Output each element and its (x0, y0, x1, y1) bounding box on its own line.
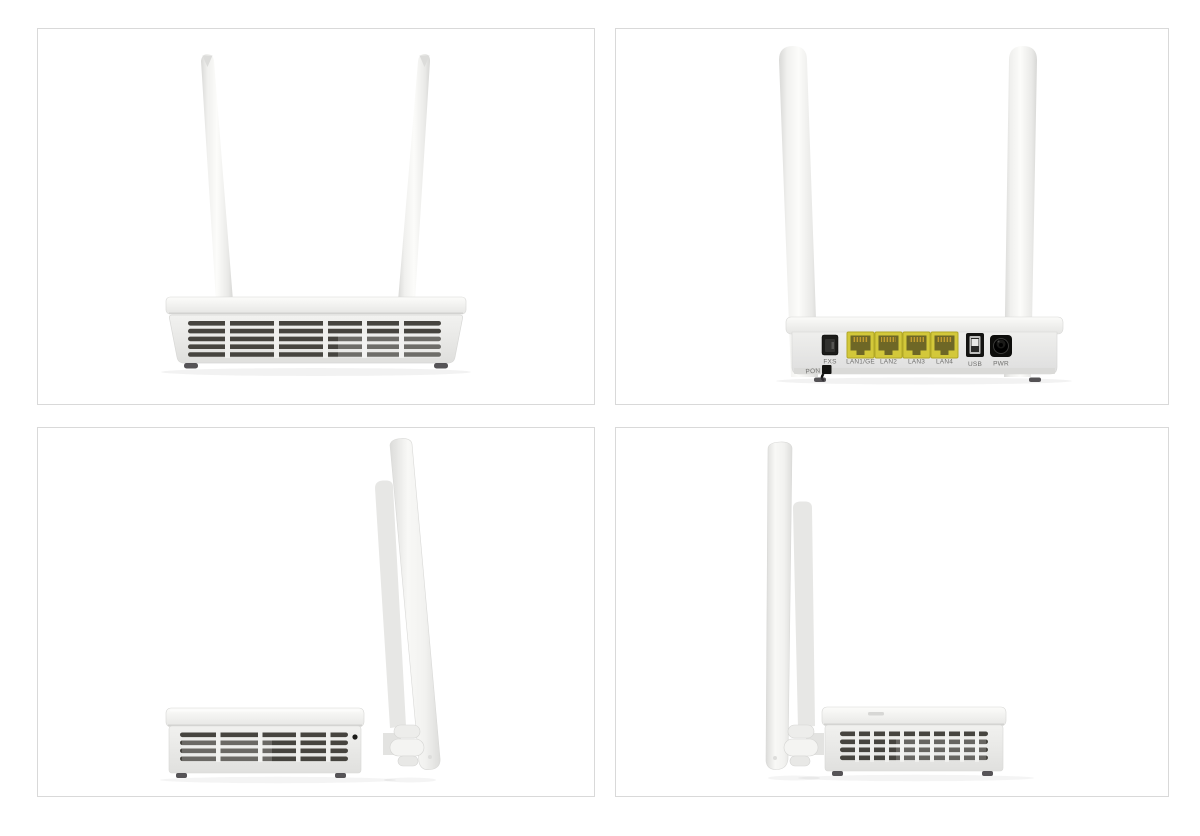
pon-label: PON (805, 367, 820, 375)
bottom-lip (794, 368, 1055, 374)
lan4-port (930, 331, 959, 359)
top-lid (821, 706, 1007, 727)
photo-back-view: FXS LAN1/GE LAN2 LAN3 LAN4 USB PWR PON (615, 28, 1169, 405)
device-body (821, 706, 1007, 776)
power-jack (990, 335, 1012, 357)
antenna-rear-blade (375, 480, 406, 728)
lan2-port (874, 331, 903, 359)
antenna-tip-notch (202, 55, 213, 67)
pwr-label: PWR (993, 361, 1009, 368)
router-back-illustration: FXS LAN1/GE LAN2 LAN3 LAN4 USB PWR PON (776, 46, 1072, 385)
ground-shadow (798, 774, 1034, 782)
rubber-feet (176, 773, 346, 778)
lan2-label: LAN2 (880, 359, 897, 366)
antenna-dimple (773, 756, 777, 760)
fxs-label: FXS (823, 359, 837, 366)
antenna-dimple (428, 755, 432, 759)
usb-label: USB (968, 361, 982, 368)
lan3-port (902, 331, 931, 359)
lan3-label: LAN3 (908, 359, 925, 366)
hinge-shadow (384, 777, 436, 783)
port-labels: FXS LAN1/GE LAN2 LAN3 LAN4 USB PWR (823, 359, 1009, 369)
antenna-left (201, 54, 233, 301)
lan4-label: LAN4 (936, 359, 953, 366)
reset-pinhole (352, 734, 358, 740)
device-body: FXS LAN1/GE LAN2 LAN3 LAN4 USB PWR PON (785, 316, 1064, 382)
antenna-left (779, 46, 818, 377)
antenna-right (398, 54, 430, 301)
router-side-illustration (160, 438, 441, 784)
lan1-port (846, 331, 875, 359)
device-body (165, 707, 365, 778)
fxs-port (821, 334, 839, 356)
photo-side-view-antennas-left (615, 427, 1169, 797)
antenna-tip-notch (419, 55, 430, 67)
rubber-feet (832, 771, 993, 776)
antenna-front-blade (389, 438, 441, 771)
top-lid (165, 296, 467, 315)
lid-seam (169, 312, 463, 315)
lid-highlight (170, 709, 360, 712)
lan1-label: LAN1/GE (846, 359, 875, 366)
router-side-illustration (765, 441, 1034, 782)
router-front-illustration (161, 54, 471, 376)
antenna-front-blade (765, 441, 793, 770)
rubber-feet (814, 377, 1041, 382)
antenna-right (1004, 46, 1037, 377)
antenna-rear-blade (793, 501, 815, 728)
antenna-hinge (783, 724, 824, 767)
rubber-feet (184, 363, 448, 369)
ground-shadow (161, 368, 471, 376)
ground-shadow (776, 377, 1072, 385)
lid-notch (868, 712, 884, 716)
port-row (821, 331, 1012, 359)
vent-grille (840, 730, 988, 762)
ground-shadow (160, 776, 396, 784)
hinge-shadow (768, 775, 820, 781)
usb-port (966, 333, 984, 357)
lid-seam (824, 723, 1004, 726)
photo-side-view-antennas-right (37, 427, 595, 797)
vent-grille (188, 320, 441, 358)
antenna-hinge (383, 724, 425, 767)
device-body (165, 296, 467, 369)
vent-grille (180, 731, 348, 762)
photo-front-view (37, 28, 595, 405)
lid-seam (168, 724, 362, 727)
top-lid (785, 316, 1064, 335)
